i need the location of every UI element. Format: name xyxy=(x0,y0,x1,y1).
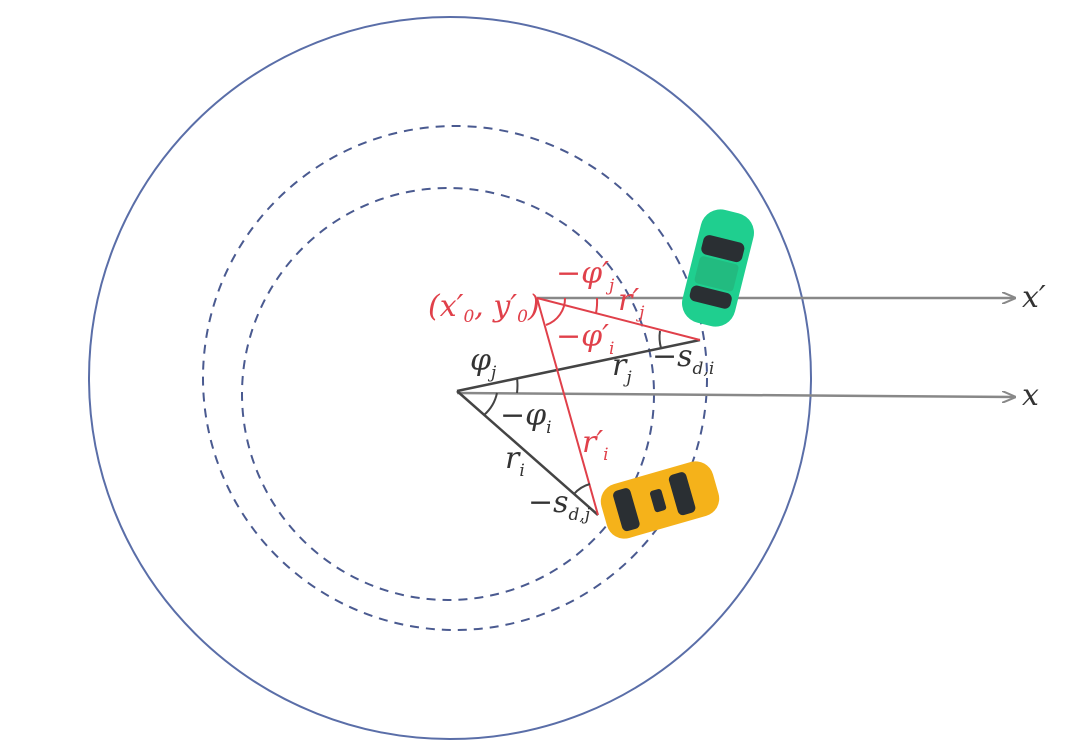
phi-j-label: φj xyxy=(470,343,497,383)
green-car-icon xyxy=(682,209,754,327)
angle-arc-phi-i xyxy=(483,392,498,416)
angle-arc-s-d-i xyxy=(658,330,662,349)
x-axis xyxy=(456,393,1015,397)
x-axis-label: x xyxy=(1022,378,1039,413)
angle-arc-phi-j-prime xyxy=(595,297,599,314)
angle-arc-phi-i-prime xyxy=(545,297,567,326)
angle-arc-s-d-j xyxy=(573,483,591,495)
r-j-line xyxy=(456,338,701,393)
outer-circle xyxy=(88,16,812,740)
r-i-prime-line xyxy=(536,297,599,516)
origin-prime-label: (x′0, y′0) xyxy=(428,289,540,327)
s-d-j-label: −sd,j xyxy=(528,485,591,525)
r-j-prime-label: r′j xyxy=(618,283,645,323)
r-j-label: rj xyxy=(612,348,632,388)
phi-i-label: −φi xyxy=(500,398,552,438)
r-i-prime-label: r′i xyxy=(582,425,609,465)
dashed-circle-outer xyxy=(202,125,708,631)
x-prime-axis-label: x′ xyxy=(1022,280,1046,315)
phi-i-prime-label: −φ′i xyxy=(556,319,614,359)
yellow-taxi-icon xyxy=(600,461,720,539)
r-i-label: ri xyxy=(505,441,525,481)
s-d-i-label: −sd,i xyxy=(652,339,714,379)
phi-j-prime-label: −φ′j xyxy=(556,256,615,296)
